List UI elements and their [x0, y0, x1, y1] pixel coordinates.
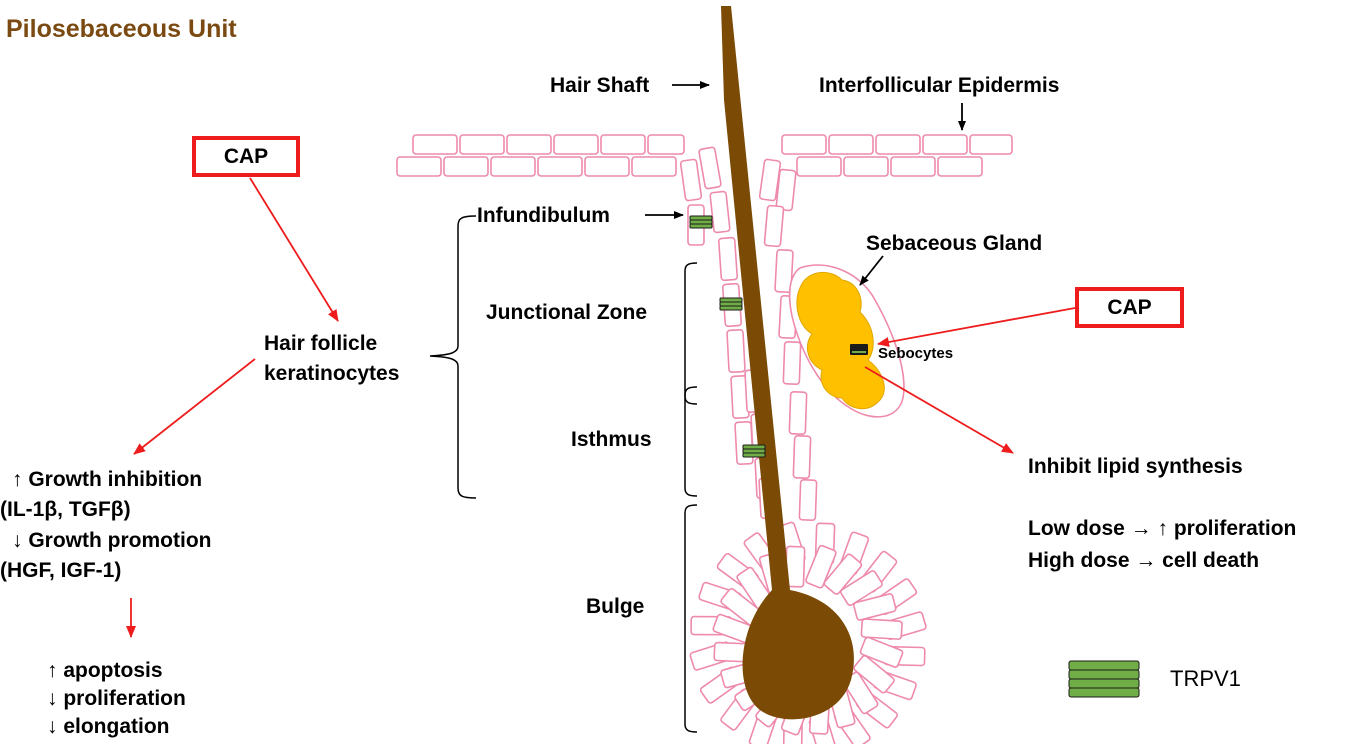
braces	[430, 216, 697, 732]
high-dose-label: High dose → cell death	[1028, 548, 1259, 573]
outcome-proliferation: ↓ proliferation	[47, 686, 186, 711]
keratinocytes-label: keratinocytes	[264, 361, 399, 386]
cap-left-label: CAP	[224, 145, 268, 169]
cap-box-right: CAP	[1075, 287, 1184, 328]
hair-shaft-label: Hair Shaft	[550, 73, 649, 98]
growth-inhibition-factors: (IL-1β, TGFβ)	[0, 497, 131, 522]
outcome-elongation: ↓ elongation	[47, 714, 170, 739]
infundibulum-label: Infundibulum	[477, 203, 610, 228]
sebaceous-gland-label: Sebaceous Gland	[866, 231, 1042, 256]
bulge-label: Bulge	[586, 594, 644, 619]
sebocytes-label: Sebocytes	[878, 345, 953, 363]
isthmus-label: Isthmus	[571, 427, 652, 452]
epidermis-cells-left	[397, 135, 684, 176]
hair-follicle-label: Hair follicle	[264, 331, 377, 356]
outcome-apoptosis: ↑ apoptosis	[47, 658, 163, 683]
cap-box-left: CAP	[192, 136, 300, 177]
epidermis-cells-right	[782, 135, 1012, 176]
growth-promotion-label: ↓ Growth promotion	[12, 528, 211, 553]
trpv1-legend-swatch	[1069, 661, 1139, 697]
growth-inhibition-label: ↑ Growth inhibition	[12, 467, 202, 492]
junctional-zone-label: Junctional Zone	[486, 300, 647, 325]
interfollicular-epidermis-label: Interfollicular Epidermis	[819, 73, 1059, 98]
trpv1-legend-label: TRPV1	[1170, 666, 1241, 692]
bulb-cell	[861, 619, 902, 639]
sebocyte-trpv1-marker	[850, 344, 868, 355]
page-title: Pilosebaceous Unit	[6, 14, 237, 44]
cap-right-label: CAP	[1107, 296, 1151, 320]
growth-promotion-factors: (HGF, IGF-1)	[0, 558, 121, 583]
low-dose-label: Low dose → ↑ proliferation	[1028, 516, 1296, 541]
inhibit-lipid-synthesis-label: Inhibit lipid synthesis	[1028, 454, 1243, 479]
